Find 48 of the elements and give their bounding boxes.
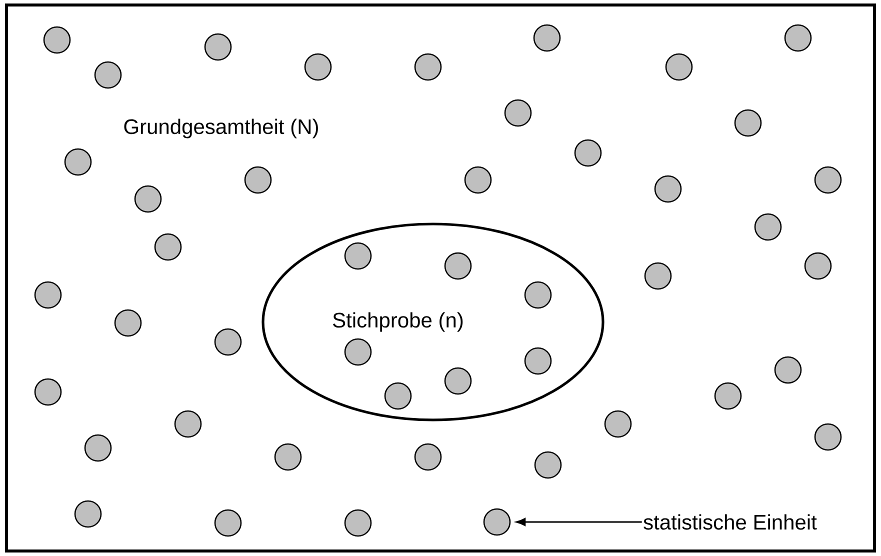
unit-circle bbox=[114, 309, 142, 337]
unit-circle bbox=[64, 148, 92, 176]
unit-circle bbox=[384, 382, 412, 410]
unit-circle bbox=[814, 166, 842, 194]
unit-circle bbox=[214, 509, 242, 537]
unit-label: statistische Einheit bbox=[644, 514, 817, 530]
unit-circle bbox=[524, 281, 552, 309]
unit-circle bbox=[74, 500, 102, 528]
unit-circle bbox=[154, 233, 182, 261]
unit-circle bbox=[754, 213, 782, 241]
unit-circle bbox=[444, 252, 472, 280]
unit-circle bbox=[34, 281, 62, 309]
unit-circle bbox=[483, 508, 511, 536]
unit-circle bbox=[533, 24, 561, 52]
unit-circle bbox=[534, 451, 562, 479]
unit-circle bbox=[214, 328, 242, 356]
unit-circle bbox=[444, 367, 472, 395]
unit-circle bbox=[654, 175, 682, 203]
unit-circle bbox=[43, 26, 71, 54]
unit-circle bbox=[524, 347, 552, 375]
unit-circle bbox=[414, 53, 442, 81]
arrow bbox=[516, 518, 642, 526]
unit-circle bbox=[134, 185, 162, 213]
unit-circle bbox=[304, 53, 332, 81]
unit-circle bbox=[344, 242, 372, 270]
unit-circle bbox=[574, 139, 602, 167]
unit-circle bbox=[94, 61, 122, 89]
unit-circle bbox=[814, 423, 842, 451]
unit-circle bbox=[174, 410, 202, 438]
frame-label: Grundgesamtheit (N) bbox=[124, 118, 318, 138]
unit-circle bbox=[464, 166, 492, 194]
unit-circle bbox=[665, 53, 693, 81]
unit-circle bbox=[804, 252, 832, 280]
unit-circle bbox=[244, 166, 272, 194]
unit-circle bbox=[504, 99, 532, 127]
unit-circle bbox=[274, 443, 302, 471]
unit-circle bbox=[644, 262, 672, 290]
unit-circle bbox=[204, 33, 232, 61]
unit-circle bbox=[344, 338, 372, 366]
unit-circle bbox=[344, 509, 372, 537]
unit-circle bbox=[604, 410, 632, 438]
unit-circle bbox=[84, 434, 112, 462]
unit-circle bbox=[784, 24, 812, 52]
unit-circle bbox=[774, 356, 802, 384]
unit-circle bbox=[414, 443, 442, 471]
unit-circle bbox=[734, 109, 762, 137]
unit-circle bbox=[714, 382, 742, 410]
unit-circle bbox=[34, 378, 62, 406]
